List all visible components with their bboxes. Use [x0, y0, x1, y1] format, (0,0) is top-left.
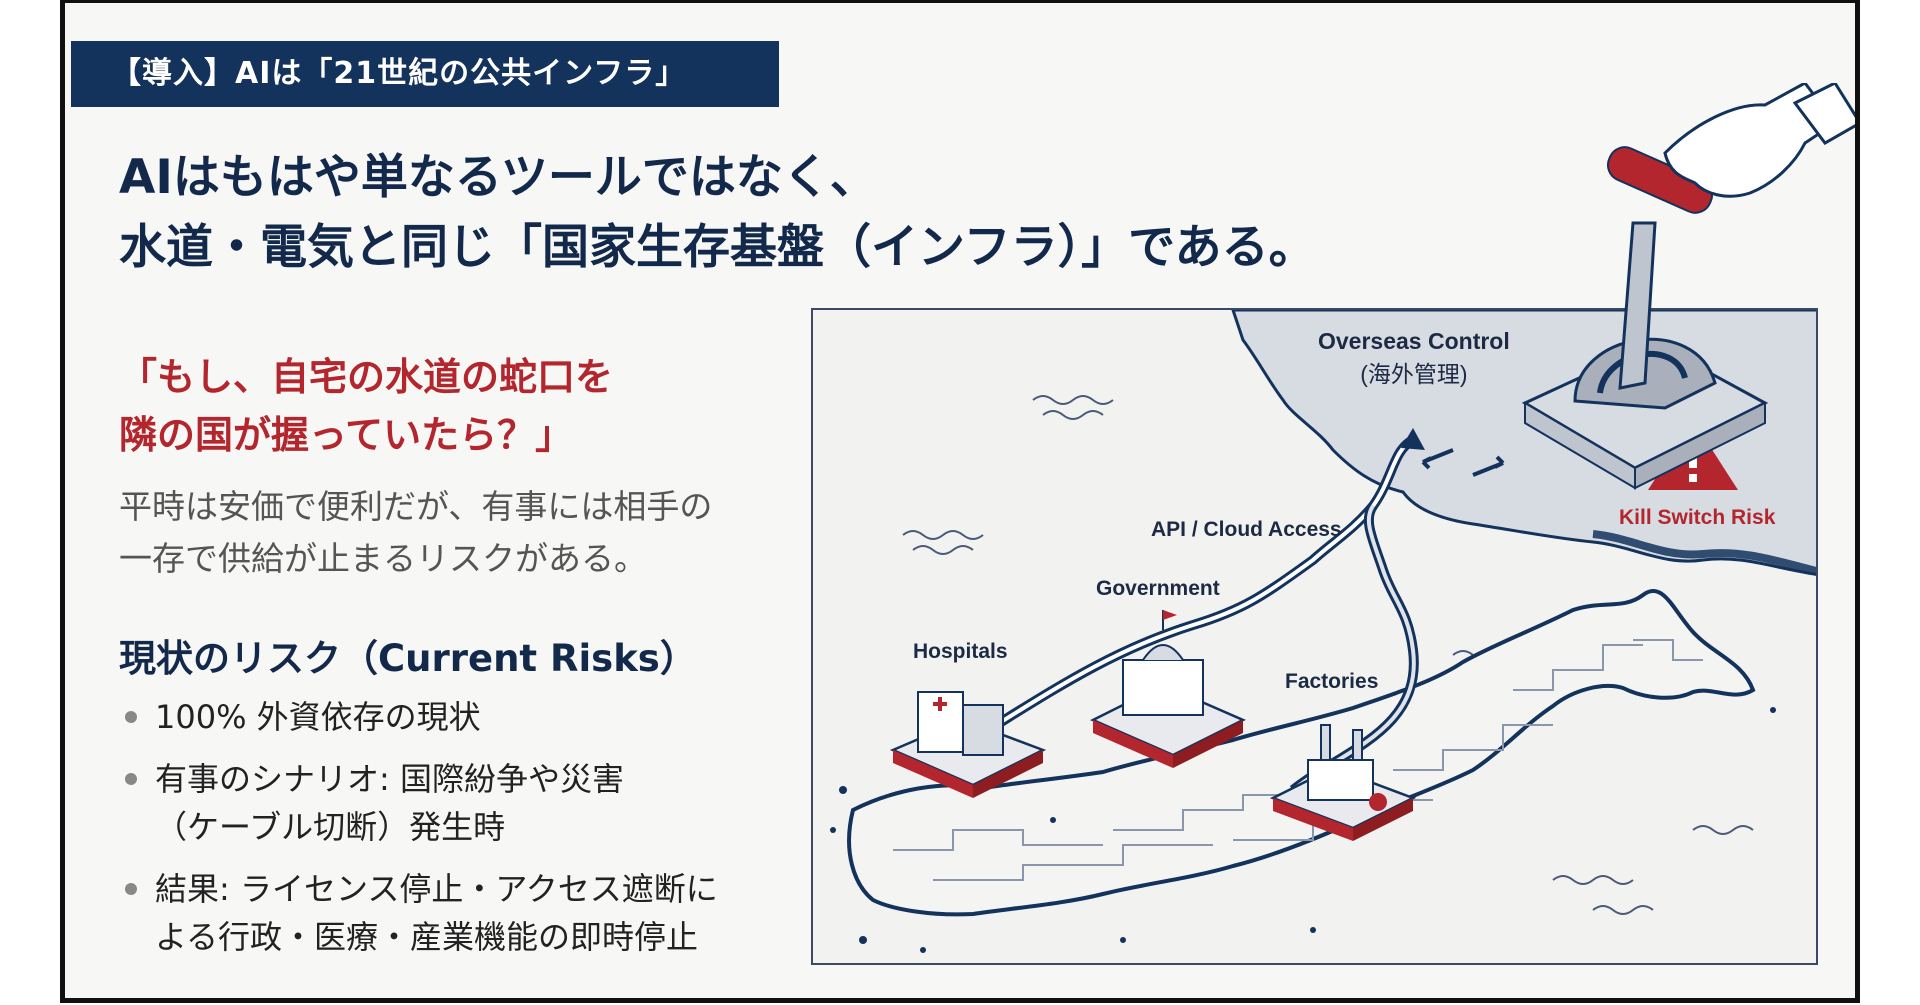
risk-item: 結果: ライセンス停止・アクセス遮断に よる行政・医療・産業機能の即時停止 [119, 865, 819, 961]
government-label: Government [1096, 577, 1220, 600]
risk-item-line-1: 100% 外資依存の現状 [155, 698, 481, 736]
api-access-label: API / Cloud Access [1151, 518, 1342, 541]
risk-item-line-2: （ケーブル切断）発生時 [155, 808, 506, 846]
hospitals-label: Hospitals [913, 640, 1008, 663]
factory-building-icon [1269, 724, 1417, 841]
title-line-1: AIはもはや単なるツールではなく、 [119, 150, 877, 205]
description-line-1: 平時は安価で便利だが、有事には相手の [119, 487, 713, 526]
hospital-building-icon [889, 691, 1047, 798]
risk-item-line-1: 結果: ライセンス停止・アクセス遮断に [155, 870, 718, 908]
description-line-2: 一存で供給が止まるリスクがある。 [119, 539, 647, 578]
title-line-2: 水道・電気と同じ「国家生存基盤（インフラ）」である。 [119, 220, 1316, 275]
section-tag: 【導入】AIは「21世紀の公共インフラ」 [71, 41, 779, 107]
question-line-1: 「もし、自宅の水道の蛇口を [119, 355, 614, 399]
bullet-dot [125, 883, 137, 895]
overseas-control-label: Overseas Control (海外管理) [1318, 328, 1510, 389]
question-line-2: 隣の国が握っていたら？」 [119, 413, 574, 457]
description: 平時は安価で便利だが、有事には相手の 一存で供給が止まるリスクがある。 [119, 481, 779, 585]
risk-item: 100% 外資依存の現状 [119, 693, 819, 741]
japan-landmass [847, 589, 1756, 917]
page-title: AIはもはや単なるツールではなく、 水道・電気と同じ「国家生存基盤（インフラ）」… [119, 143, 1419, 283]
risk-item-line-2: よる行政・医療・産業機能の即時停止 [155, 918, 699, 956]
kill-switch-label: Kill Switch Risk [1619, 506, 1776, 529]
risk-item-line-1: 有事のシナリオ: 国際紛争や災害 [155, 760, 624, 798]
risks-heading: 現状のリスク（Current Risks） [119, 637, 697, 680]
kill-switch-lever-icon [1521, 83, 1855, 490]
overseas-label-line-2: (海外管理) [1360, 361, 1468, 387]
government-building-icon [1090, 610, 1246, 768]
key-question: 「もし、自宅の水道の蛇口を 隣の国が握っていたら？」 [119, 348, 759, 464]
island-dots [830, 707, 1776, 953]
risk-item: 有事のシナリオ: 国際紛争や災害 （ケーブル切断）発生時 [119, 755, 819, 851]
bullet-dot [125, 773, 137, 785]
sea-waves [902, 395, 1754, 915]
bullet-dot [125, 711, 137, 723]
factories-label: Factories [1285, 670, 1379, 693]
slide: 【導入】AIは「21世紀の公共インフラ」 AIはもはや単なるツールではなく、 水… [60, 0, 1860, 1003]
risk-list: 100% 外資依存の現状 有事のシナリオ: 国際紛争や災害 （ケーブル切断）発生… [119, 693, 819, 975]
overseas-label-line-1: Overseas Control [1318, 328, 1510, 354]
arrow-head-icon [1401, 428, 1425, 450]
